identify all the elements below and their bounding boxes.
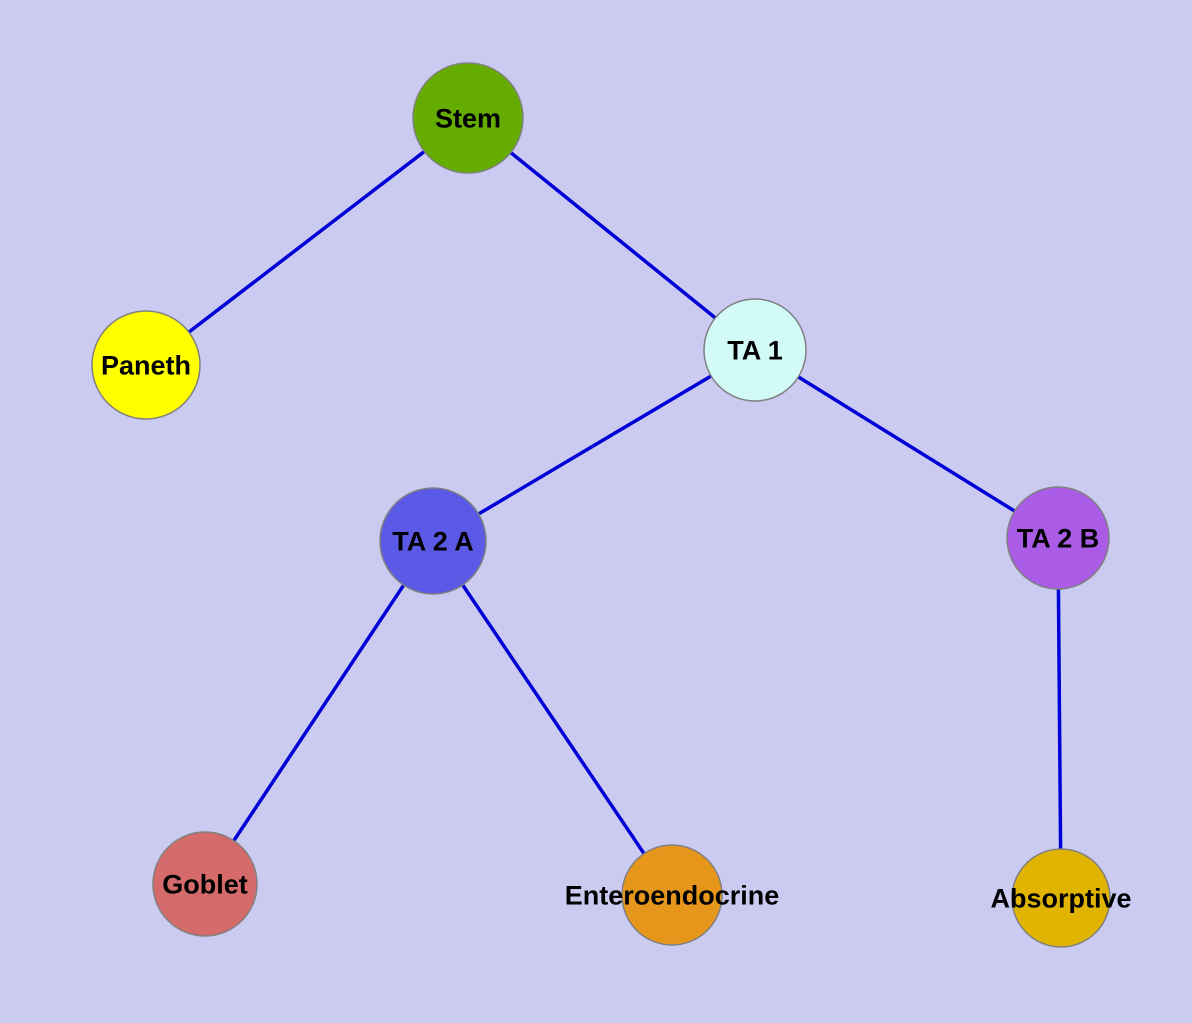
node-label-goblet: Goblet [162,869,248,899]
node-label-absorptive: Absorptive [990,883,1131,913]
edge-stem-paneth [144,116,470,367]
edge-stem-ta1 [466,116,757,352]
node-label-ta1: TA 1 [727,335,783,365]
node-label-stem: Stem [435,103,501,133]
node-circle-enteroendocrine [621,844,723,946]
node-stem[interactable]: Stem [412,62,524,174]
edge-ta2b-absorptive [1056,536,1063,900]
node-enteroendocrine[interactable]: Enteroendocrine [565,844,780,946]
node-circle-goblet [152,831,258,937]
node-label-ta2b: TA 2 B [1017,523,1100,553]
node-goblet[interactable]: Goblet [152,831,258,937]
node-label-paneth: Paneth [101,350,191,380]
node-label-ta2a: TA 2 A [392,526,474,556]
node-label-enteroendocrine: Enteroendocrine [565,880,780,910]
node-circle-ta1 [703,298,807,402]
node-paneth[interactable]: Paneth [91,310,201,420]
node-circle-paneth [91,310,201,420]
edge-ta1-ta2b [753,348,1060,540]
edge-ta2a-enteroendocrine [431,539,674,897]
node-ta2a[interactable]: TA 2 A [379,487,487,595]
node-absorptive[interactable]: Absorptive [990,848,1132,948]
node-circle-ta2b [1006,486,1110,590]
node-ta1[interactable]: TA 1 [703,298,807,402]
edges-layer [144,116,1063,900]
edge-ta2a-goblet [203,539,435,886]
node-circle-ta2a [379,487,487,595]
node-circle-absorptive [1011,848,1111,948]
node-circle-stem [412,62,524,174]
edge-ta1-ta2a [431,348,757,543]
node-ta2b[interactable]: TA 2 B [1006,486,1110,590]
